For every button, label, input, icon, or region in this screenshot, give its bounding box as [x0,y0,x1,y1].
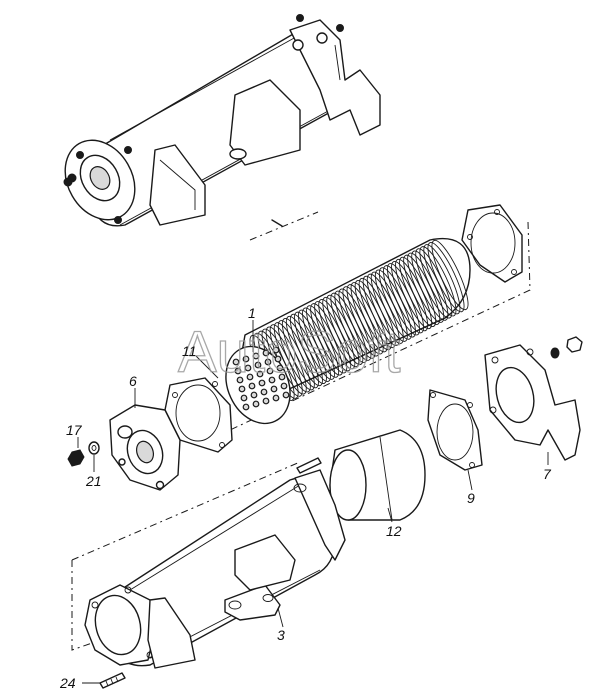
end-cover-6 [109,404,181,491]
tube-hole [242,403,250,411]
gasket-11 [164,377,233,453]
callout-9: 9 [467,490,475,506]
bellows-rib [427,242,465,313]
tube-hole [278,373,286,381]
tube-hole [274,355,282,363]
callout-3: 3 [277,627,285,643]
tube-hole [262,349,270,357]
callout-6: 6 [129,373,137,389]
tube-hole [272,346,280,354]
tube-hole [232,358,240,366]
nut [566,336,583,353]
callout-7: 7 [543,466,552,482]
tube-hole [244,364,252,372]
tube-hole [270,385,278,393]
tube-hole [238,385,246,393]
bellows-rib [423,244,461,315]
tube-hole [250,391,258,399]
tube-hole [254,361,262,369]
stud [296,457,322,474]
explode-line-bottom [71,461,301,561]
tube-hole [264,358,272,366]
callout-numbers: 1 11 6 17 21 12 9 7 3 24 [59,305,552,691]
tube-hole [246,373,254,381]
callout-11: 11 [182,343,197,359]
tube-hole [236,376,244,384]
nut-17 [67,449,85,467]
cooler-housing-3 [84,469,346,669]
tube-hole [272,394,280,402]
tube-hole [234,367,242,375]
bellows-rib [431,239,469,311]
tube-hole [256,370,264,378]
callout-24: 24 [59,675,76,691]
tube-hole [282,391,290,399]
tube-hole [252,400,260,408]
gasket-rear [461,204,523,283]
direction-arrow [271,219,283,227]
tube-hole [252,352,260,360]
tube-hole [280,382,288,390]
tube-hole [258,379,266,387]
tube-plate-holes [232,346,290,411]
rear-cover-7 [484,344,581,461]
tube-hole [262,397,270,405]
stud-24 [99,672,126,689]
explode-line-top [249,211,319,241]
sleeve-12 [329,429,426,521]
tube-hole [248,382,256,390]
tube-hole [268,376,276,384]
washer [550,347,560,359]
callout-12: 12 [386,523,402,539]
tube-hole [242,355,250,363]
gasket-9 [427,389,483,471]
explode-frame-right [229,221,531,431]
leader-lines [77,320,549,684]
tube-hole [260,388,268,396]
bellows-rib [419,246,457,317]
tube-hole [240,394,248,402]
watermark: AutoSoft [178,320,400,385]
assembled-cooler-top [63,14,381,227]
callout-21: 21 [85,473,102,489]
callout-17: 17 [66,422,83,438]
cooler-core-bellows [225,238,471,425]
washer-21 [88,441,100,455]
tube-hole [276,364,284,372]
tube-hole [266,367,274,375]
callout-1: 1 [248,305,256,321]
